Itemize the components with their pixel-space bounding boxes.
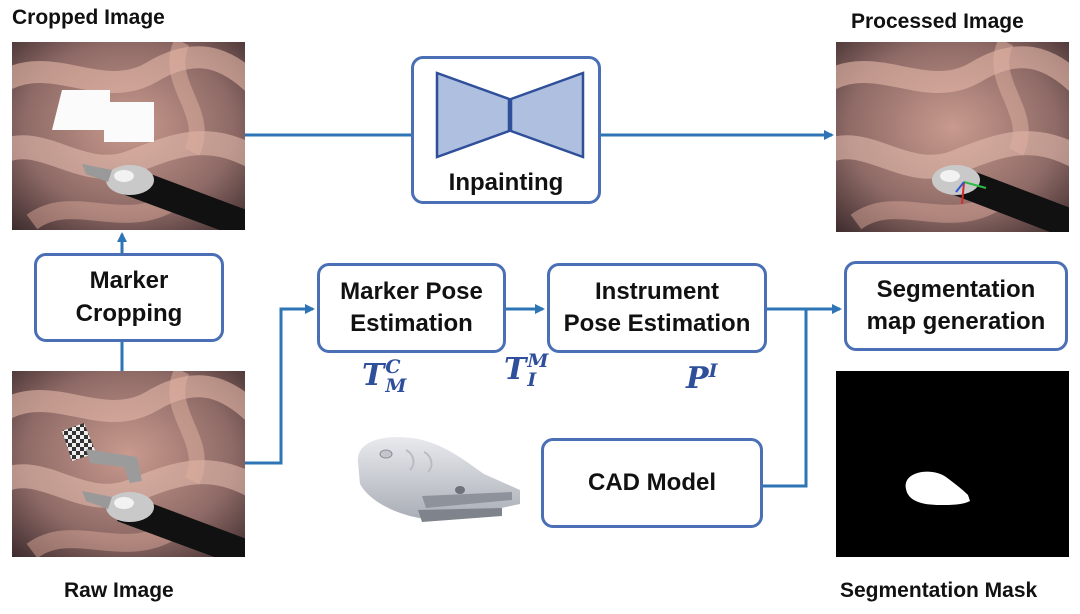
marker-cropping-label-line2: Cropping <box>75 299 183 327</box>
segmentation-label-line1: Segmentation <box>876 275 1036 303</box>
segmentation-mask-image <box>836 371 1069 557</box>
encoder-decoder-icon <box>435 71 585 159</box>
line-cad-to-segmentation <box>763 309 808 488</box>
segmentation-label-line2: map generation <box>866 308 1046 335</box>
instrument-pose-label-line1: Instrument <box>594 277 719 305</box>
processed-image-caption: Processed Image <box>851 10 1024 33</box>
instrument-pose-point: PI <box>686 360 718 396</box>
arrow-raw-to-marker-pose <box>245 304 315 465</box>
cad-model-label: CAD Model <box>588 468 716 496</box>
inpainting-label: Inpainting <box>448 169 564 196</box>
instrument-pose-label-line2: Pose Estimation <box>563 310 751 337</box>
marker-pose-label-line2: Estimation <box>350 310 473 337</box>
marker-cropping-label-line1: Marker <box>89 267 169 295</box>
processed-image <box>836 42 1069 232</box>
instrument-pose-estimation-box: Instrument Pose Estimation <box>547 263 767 353</box>
cropped-image-caption: Cropped Image <box>12 6 165 29</box>
marker-cropping-box: Marker Cropping <box>34 253 224 342</box>
marker-pose-estimation-box: Marker Pose Estimation <box>317 263 506 353</box>
segmentation-mask-caption: Segmentation Mask <box>840 579 1038 602</box>
cad-model-box: CAD Model <box>541 438 763 528</box>
segmentation-map-box: Segmentation map generation <box>844 261 1068 351</box>
raw-image-caption: Raw Image <box>64 579 174 602</box>
inpainting-box: Inpainting <box>411 56 601 204</box>
marker-pose-label-line1: Marker Pose <box>340 277 483 305</box>
cropped-image <box>12 42 245 230</box>
cad-model-render <box>352 430 524 536</box>
raw-image <box>12 371 245 557</box>
